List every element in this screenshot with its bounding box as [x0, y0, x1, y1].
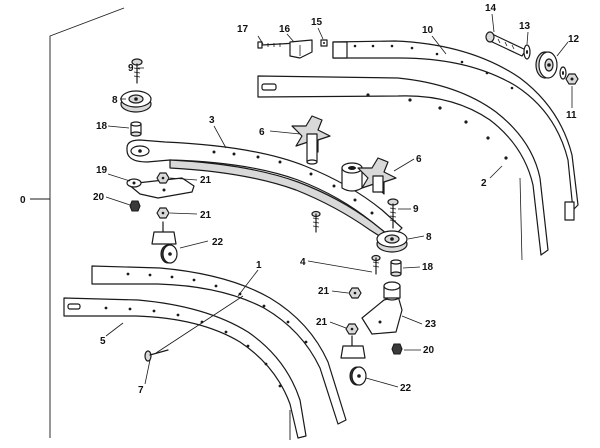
- part-13-washer-second: [559, 66, 567, 80]
- part-4-bolt-second: [371, 254, 381, 275]
- callout-21d: 21: [316, 317, 328, 328]
- part-21-nut-c: [348, 287, 362, 299]
- part-21-nut-a: [156, 172, 170, 184]
- callout-16: 16: [279, 24, 291, 35]
- callout-20a: 20: [93, 192, 105, 203]
- callout-12: 12: [568, 34, 580, 45]
- callout-2: 2: [481, 178, 487, 189]
- part-4-bolt: [311, 210, 321, 233]
- callout-15: 15: [311, 17, 323, 28]
- part-6-knob-left: [291, 115, 331, 165]
- callout-8a: 8: [112, 95, 118, 106]
- part-10-blade-upper: [332, 40, 579, 221]
- callout-22a: 22: [212, 237, 224, 248]
- callout-13: 13: [519, 21, 531, 32]
- part-1-blade-front: [91, 265, 347, 425]
- callout-4: 4: [300, 257, 306, 268]
- part-16-clip: [289, 39, 313, 59]
- callout-23: 23: [425, 319, 437, 330]
- callout-6b: 6: [416, 154, 422, 165]
- part-22-caster-right: [340, 335, 367, 386]
- callout-8b: 8: [426, 232, 432, 243]
- part-6-knob-right: [357, 157, 397, 195]
- callout-0: 0: [20, 195, 26, 206]
- part-21-nut-b: [156, 207, 170, 219]
- part-9-screw-right: [387, 198, 399, 229]
- part-23-bracket-right: [361, 281, 403, 335]
- callout-7: 7: [138, 385, 144, 396]
- callouts: 0 1 2 3 4 5 6 6 7 8 8 9 9 10 11 12 13 14…: [20, 3, 580, 396]
- callout-19: 19: [96, 165, 108, 176]
- part-14-bolt-top: [485, 31, 527, 57]
- part-13-washer-top: [523, 44, 531, 60]
- part-18-spacer-left: [130, 121, 142, 137]
- part-2-blade-rear: [257, 75, 549, 261]
- leader-lines: [105, 13, 573, 388]
- callout-21c: 21: [318, 286, 330, 297]
- part-8-roller-left: [120, 90, 152, 113]
- callout-1: 1: [256, 260, 262, 271]
- part-20-nut-left: [129, 200, 141, 212]
- callout-18a: 18: [96, 121, 108, 132]
- callout-9a: 9: [128, 63, 134, 74]
- part-21-nut-d: [345, 323, 359, 335]
- part-8-roller-right: [376, 230, 408, 253]
- part-9-screw-left: [131, 58, 143, 84]
- part-15-nut-small: [320, 39, 328, 47]
- part-7-screw: [144, 349, 169, 362]
- part-12-roller-top: [535, 51, 558, 79]
- callout-22b: 22: [400, 383, 412, 394]
- part-19-bracket-left: [126, 177, 195, 199]
- callout-9b: 9: [413, 204, 419, 215]
- callout-17: 17: [237, 24, 249, 35]
- callout-18b: 18: [422, 262, 434, 273]
- callout-11: 11: [566, 110, 577, 121]
- frame-post-left: [341, 162, 363, 192]
- callout-6a: 6: [259, 127, 265, 138]
- callout-21a: 21: [200, 175, 212, 186]
- callout-14: 14: [485, 3, 497, 14]
- callout-20b: 20: [423, 345, 435, 356]
- part-22-caster-left: [151, 221, 178, 264]
- callout-10: 10: [422, 25, 434, 36]
- callout-3: 3: [209, 115, 215, 126]
- part-20-nut-right: [391, 343, 403, 355]
- callout-5: 5: [100, 336, 106, 347]
- part-5-blade-lower: [63, 297, 307, 439]
- assembly-frame: [30, 7, 291, 440]
- callout-21b: 21: [200, 210, 212, 221]
- part-18-spacer-right: [390, 259, 402, 277]
- part-11-nut-top: [565, 73, 579, 85]
